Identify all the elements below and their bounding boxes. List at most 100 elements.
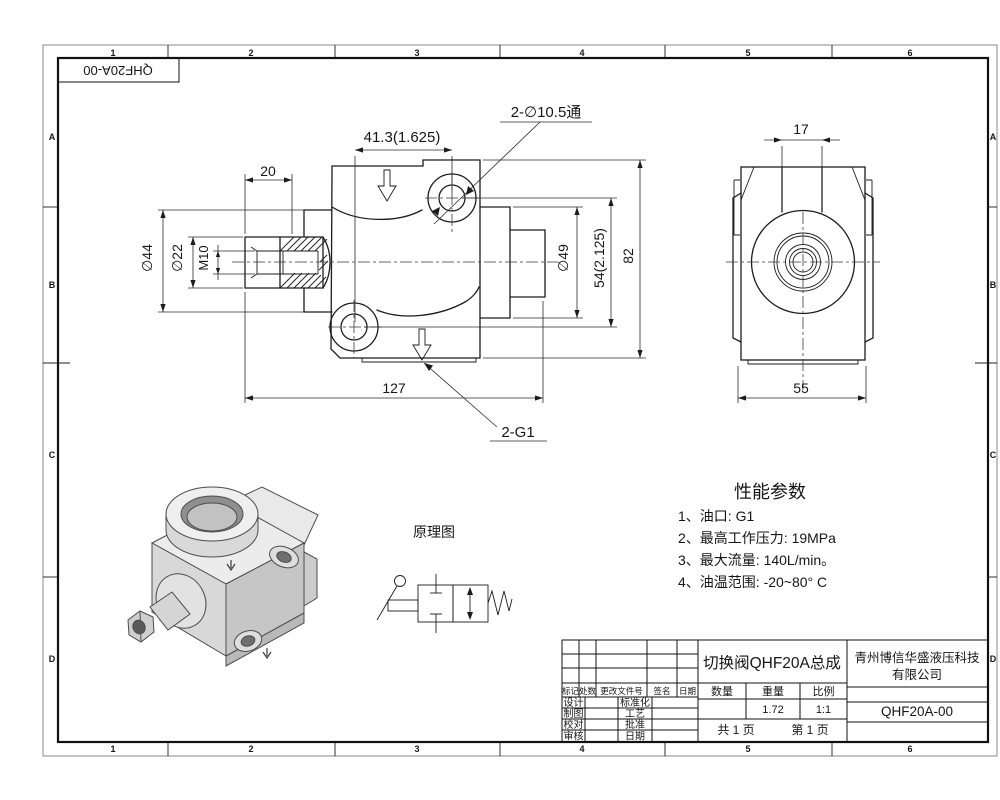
- scale-header: 比例: [813, 684, 835, 698]
- performance-item: 1、油口: G1: [678, 508, 754, 524]
- body-curve-bottom: [376, 286, 480, 317]
- valve-body-outline: [330, 159, 481, 359]
- iso-base-strip: [225, 612, 305, 667]
- qty-header: 数量: [711, 685, 733, 698]
- schematic-label: 原理图: [413, 524, 455, 540]
- iso-right-port: [303, 551, 318, 607]
- side-centerlines: [726, 212, 880, 390]
- grid-ticks: [43, 45, 997, 756]
- role-label: 制图: [564, 707, 584, 720]
- role-label: 设计: [564, 696, 584, 709]
- grid-row-label: A: [49, 132, 56, 142]
- total-pages: 共 1 页: [717, 723, 754, 737]
- company-line: 有限公司: [892, 668, 942, 682]
- drawing-title: 切换阀QHF20A总成: [703, 654, 841, 672]
- iso-shaft: [149, 591, 191, 631]
- iso-arrow-mark-1: [226, 560, 236, 572]
- drawing-number: QHF20A-00: [881, 704, 953, 719]
- iso-arrow-mark-2: [262, 648, 272, 660]
- body-curve-top: [331, 206, 423, 221]
- grid-col-label: 6: [907, 48, 912, 58]
- grid-row-label: D: [990, 654, 997, 664]
- schematic: 原理图: [376, 524, 513, 633]
- performance-title: 性能参数: [734, 482, 806, 502]
- manual-lever: [376, 575, 419, 621]
- grid-col-label: 5: [745, 744, 750, 754]
- grid-col-label: 3: [414, 48, 419, 58]
- dim-55: 55: [793, 380, 809, 396]
- right-cylinder: [479, 206, 546, 319]
- right-tab-slot: [866, 179, 873, 236]
- page-info: 共 1 页 第 1 页: [717, 723, 828, 737]
- performance-item: 2、最高工作压力: 19MPa: [678, 530, 836, 546]
- flow-arrow-top: [377, 169, 397, 202]
- iso-bolt-hole-bottom: [240, 635, 256, 647]
- grid-row-label: C: [49, 450, 56, 460]
- rev-header: 处数: [579, 686, 597, 696]
- front-view-dimensions: 20 41.3(1.625) 2-∅10.5通 ∅44 ∅22 M10 ∅49 …: [139, 104, 646, 442]
- body-foot: [361, 358, 477, 363]
- role-label: 标准化: [620, 696, 650, 709]
- left-shaft: [244, 209, 333, 313]
- page-number: 第 1 页: [791, 723, 828, 737]
- grid-col-label: 1: [110, 744, 115, 754]
- left-tab: [732, 192, 742, 343]
- grid-col-label: 3: [414, 744, 419, 754]
- grid-row-label: C: [990, 450, 997, 460]
- performance-parameters: 性能参数 1、油口: G1 2、最高工作压力: 19MPa 3、最大流量: 14…: [678, 482, 836, 590]
- grid-row-label: A: [990, 132, 997, 142]
- performance-item: 4、油温范围: -20~80° C: [678, 574, 827, 590]
- grid-row-label: B: [990, 280, 997, 290]
- front-view: [232, 159, 558, 363]
- sheet-frame: 1 2 3 4 5 6 1 2 3 4 5 6 A B C D A B C D …: [42, 44, 998, 757]
- front-centerlines: [232, 172, 558, 358]
- grid-col-label: 4: [579, 744, 584, 754]
- title-block: 标记 处数 更改文件号 签名 日期 设计 制图 校对 审核 标准化 工艺 批准 …: [561, 639, 989, 743]
- shaft-bore-m10: [250, 246, 319, 279]
- flow-path-arrow: [467, 587, 473, 620]
- iso-nut-bore: [132, 619, 146, 635]
- grid-col-label: 2: [248, 744, 253, 754]
- company-line: 青州博信华盛液压科技: [854, 650, 980, 665]
- revision-headers: 标记 处数 更改文件号 签名 日期: [562, 686, 696, 696]
- role-grid: [562, 697, 698, 742]
- company-grid: [847, 686, 988, 723]
- dim-22: ∅22: [169, 244, 185, 272]
- iso-bolt-hole-top: [276, 551, 292, 563]
- weight-header: 重量: [762, 684, 784, 698]
- performance-item: 3、最大流量: 140L/min。: [678, 552, 835, 568]
- dim-17: 17: [793, 121, 809, 137]
- valve-position-right: [452, 584, 489, 623]
- dim-20: 20: [260, 163, 276, 179]
- rev-header: 标记: [562, 686, 580, 696]
- qty-grid: [698, 682, 847, 720]
- company-name: 青州博信华盛液压科技 有限公司: [854, 650, 980, 682]
- qty-headers: 数量 重量 比例 1.72 1:1: [711, 684, 835, 716]
- rev-header: 更改文件号: [600, 686, 643, 696]
- role-label: 工艺: [625, 708, 645, 720]
- scale-value: 1:1: [816, 704, 831, 716]
- rev-header: 签名: [653, 686, 670, 696]
- section-hatching: [279, 236, 329, 289]
- blocked-ports: [430, 574, 442, 633]
- isometric-view: [127, 486, 319, 667]
- right-tab: [864, 192, 874, 343]
- grid-labels: 1 2 3 4 5 6 1 2 3 4 5 6 A B C D A B C D: [49, 48, 997, 754]
- iso-port-bore-wall: [186, 502, 238, 532]
- corner-partno-text: QHF20A-00: [83, 63, 152, 78]
- weight-value: 1.72: [762, 704, 783, 716]
- grid-col-label: 4: [579, 48, 584, 58]
- grid-col-label: 1: [110, 48, 115, 58]
- grid-col-label: 5: [745, 48, 750, 58]
- grid-col-label: 6: [907, 744, 912, 754]
- inner-border: [56, 56, 990, 744]
- flow-arrow-bottom: [412, 328, 432, 361]
- grid-col-label: 2: [248, 48, 253, 58]
- dim-41: 41.3(1.625): [364, 129, 441, 146]
- dim-ports: 2-G1: [501, 424, 534, 441]
- dim-54: 54(2.125): [591, 228, 607, 288]
- dim-m10: M10: [196, 245, 211, 270]
- grid-row-label: D: [49, 654, 56, 664]
- left-tab-slot: [733, 179, 740, 236]
